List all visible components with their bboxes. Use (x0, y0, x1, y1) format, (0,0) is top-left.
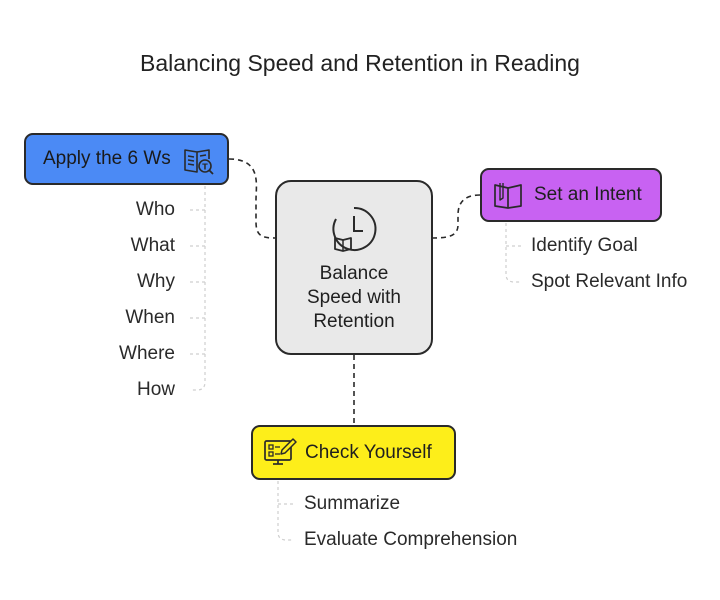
center-line-2: Speed with (306, 287, 401, 308)
open-book-icon (494, 183, 522, 209)
check-item-summarize: Summarize (304, 493, 401, 514)
center-line-3: Retention (313, 311, 395, 332)
apply-node: Apply the 6 Ws T (24, 133, 229, 185)
apply-item-where: Where (119, 343, 175, 364)
center-label: Balance Speed with Retention (307, 262, 401, 334)
check-node: Check Yourself (251, 425, 456, 480)
connector-intent (432, 194, 481, 239)
intent-subtree (505, 223, 522, 283)
apply-item-how: How (136, 379, 175, 400)
intent-node: Set an Intent (480, 168, 662, 222)
apply-label: Apply the 6 Ws (43, 148, 171, 169)
intent-item-identify-goal: Identify Goal (531, 235, 638, 256)
diagram-title: Balancing Speed and Retention in Reading (140, 50, 580, 76)
center-node: Balance Speed with Retention (275, 180, 433, 355)
connector-apply (228, 158, 276, 239)
center-line-1: Balance (319, 263, 389, 284)
check-item-evaluate-comprehension: Evaluate Comprehension (304, 529, 518, 550)
apply-subtree (190, 186, 206, 391)
intent-label: Set an Intent (534, 184, 642, 205)
apply-item-what: What (130, 235, 175, 256)
apply-item-why: Why (137, 271, 175, 292)
book-search-icon: T (184, 149, 214, 175)
apply-item-when: When (125, 307, 175, 328)
clock-book-icon (332, 206, 377, 252)
checklist-edit-icon (264, 437, 297, 465)
check-label: Check Yourself (305, 441, 432, 463)
apply-item-who: Who (135, 199, 175, 220)
intent-item-spot-relevant-info: Spot Relevant Info (531, 271, 688, 292)
check-subtree (277, 481, 294, 541)
svg-text:T: T (202, 163, 208, 172)
